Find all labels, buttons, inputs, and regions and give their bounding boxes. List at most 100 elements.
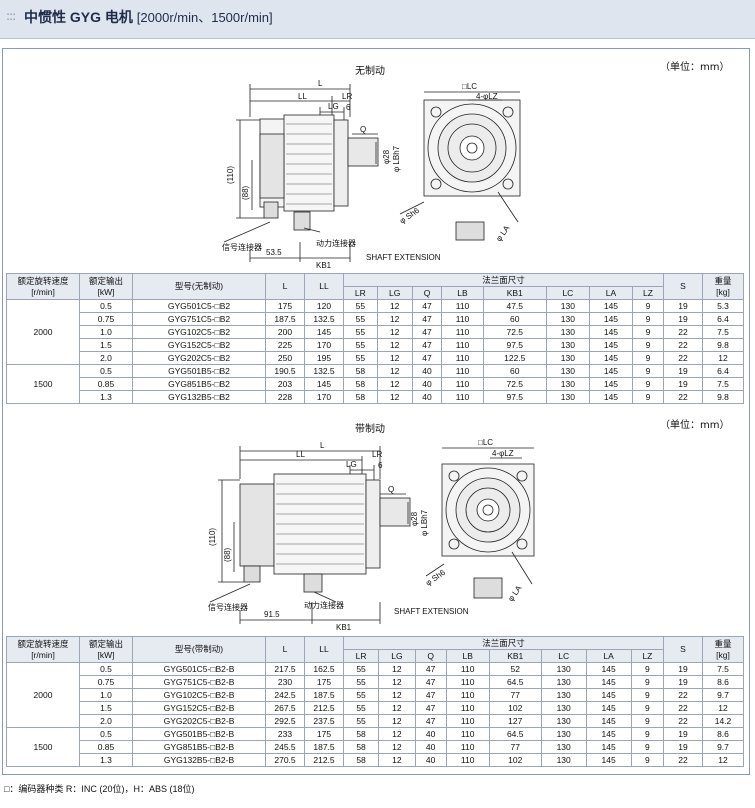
table-cell: 130 bbox=[545, 299, 590, 313]
table-cell: 12 bbox=[378, 753, 416, 767]
table-cell: 12 bbox=[376, 390, 413, 404]
table-cell: 58 bbox=[342, 753, 380, 767]
table-cell: 60 bbox=[482, 364, 547, 378]
table-cell: 9 bbox=[630, 701, 665, 715]
table-cell: 40 bbox=[411, 390, 443, 404]
th-KB1: KB1 bbox=[482, 286, 547, 300]
table-cell: 7.5 bbox=[702, 377, 744, 391]
table-cell: GYG102C5-□B2-B bbox=[132, 688, 266, 702]
table-cell: 12 bbox=[378, 740, 416, 754]
table-cell: GYG751C5-□B2 bbox=[132, 312, 266, 326]
table-cell: GYG851B5-□B2-B bbox=[132, 740, 266, 754]
section2-unit: （单位：mm） bbox=[660, 420, 730, 431]
table-cell: GYG501B5-□B2-B bbox=[132, 727, 266, 741]
table-cell: GYG152C5-□B2-B bbox=[132, 701, 266, 715]
table-cell: 130 bbox=[540, 675, 587, 689]
table-cell: 110 bbox=[441, 299, 484, 313]
table-cell: 19 bbox=[663, 727, 703, 741]
table-cell: 19 bbox=[663, 312, 703, 326]
table-cell: 110 bbox=[441, 377, 484, 391]
table-cell: 19 bbox=[663, 377, 703, 391]
table-cell: 187.5 bbox=[304, 688, 344, 702]
table-cell: 127 bbox=[488, 714, 542, 728]
table-cell: 1.3 bbox=[79, 390, 133, 404]
table-cell: 130 bbox=[545, 338, 590, 352]
table-cell: 58 bbox=[343, 390, 378, 404]
table-cell: 2.0 bbox=[79, 714, 133, 728]
table-cell: 132.5 bbox=[304, 364, 344, 378]
th-weight: 重量[kg] bbox=[702, 273, 744, 300]
table-cell: 292.5 bbox=[265, 714, 305, 728]
dim2-L: L bbox=[320, 441, 325, 450]
dim2-LR: LR bbox=[372, 450, 382, 459]
table-cell: GYG102C5-□B2 bbox=[132, 325, 266, 339]
table-cell: 0.85 bbox=[79, 377, 133, 391]
dim-LR: LR bbox=[342, 92, 352, 101]
table-cell: 40 bbox=[411, 364, 443, 378]
th-flange: 法兰面尺寸 bbox=[343, 273, 664, 287]
dim-88: (88) bbox=[241, 185, 250, 200]
table-cell: 145 bbox=[588, 377, 633, 391]
table-cell: 12 bbox=[378, 714, 416, 728]
th2-Q: Q bbox=[414, 649, 447, 663]
table-cell: 22 bbox=[663, 390, 703, 404]
table-cell: 9 bbox=[631, 338, 665, 352]
table-cell: 145 bbox=[585, 727, 632, 741]
table-cell: 47 bbox=[414, 714, 447, 728]
th-speed: 额定旋转速度[r/min] bbox=[6, 273, 80, 300]
dim-L: L bbox=[318, 79, 323, 88]
th2-LG: LG bbox=[378, 649, 416, 663]
th2-model: 型号(带制动) bbox=[132, 636, 266, 663]
table-cell: GYG751C5-□B2-B bbox=[132, 675, 266, 689]
table-cell: 9 bbox=[631, 364, 665, 378]
table-cell: 9 bbox=[631, 312, 665, 326]
table-cell: 9.7 bbox=[702, 740, 744, 754]
table-cell: 72.5 bbox=[482, 377, 547, 391]
table-cell: 145 bbox=[588, 338, 633, 352]
table-cell: 145 bbox=[588, 364, 633, 378]
table-cell: 110 bbox=[441, 325, 484, 339]
table-cell: 12 bbox=[378, 688, 416, 702]
table-cell: 47 bbox=[414, 675, 447, 689]
section1-spec-table: 额定旋转速度[r/min] 额定输出[kW] 型号(无制动) L LL 法兰面尺… bbox=[6, 273, 744, 404]
table-cell: 55 bbox=[342, 675, 380, 689]
dim2-88: (88) bbox=[223, 547, 232, 562]
table-cell: 187.5 bbox=[265, 312, 305, 326]
table-cell: 130 bbox=[540, 727, 587, 741]
dim-d28: φ28 bbox=[382, 149, 391, 164]
table-cell: 130 bbox=[545, 325, 590, 339]
dim-110: (110) bbox=[226, 166, 235, 184]
table-cell: 212.5 bbox=[304, 753, 344, 767]
table-cell: 228 bbox=[265, 390, 305, 404]
th-S: S bbox=[663, 273, 703, 300]
shaft-extension-label-2: SHAFT EXTENSION bbox=[394, 607, 469, 616]
table-cell: 47 bbox=[411, 351, 443, 365]
table-cell: 130 bbox=[545, 390, 590, 404]
th2-speed: 额定旋转速度[r/min] bbox=[6, 636, 80, 663]
table-cell: 55 bbox=[342, 688, 380, 702]
dim-LL: LL bbox=[298, 92, 307, 101]
table-cell: 1.5 bbox=[79, 338, 133, 352]
th2-LB: LB bbox=[445, 649, 490, 663]
dim-KB1: KB1 bbox=[316, 261, 332, 270]
table-cell: 130 bbox=[540, 662, 587, 676]
dim2-110: (110) bbox=[208, 528, 217, 546]
table-cell: 110 bbox=[441, 312, 484, 326]
th-model: 型号(无制动) bbox=[132, 273, 266, 300]
table-cell: 162.5 bbox=[304, 662, 344, 676]
table-cell: 0.5 bbox=[79, 662, 133, 676]
dim2-lbh7: φ LBh7 bbox=[420, 509, 429, 536]
section1-drawing: L LL LR LG 6 Q φ28 φ LBh7 (110) (88) 信号连… bbox=[222, 79, 521, 270]
table-cell: 19 bbox=[663, 299, 703, 313]
table-cell: 55 bbox=[343, 325, 378, 339]
section2-title: 带制动 bbox=[355, 424, 385, 435]
table-cell: 58 bbox=[343, 364, 378, 378]
table-cell: 195 bbox=[304, 351, 344, 365]
table-cell: 102 bbox=[488, 753, 542, 767]
table-cell: 217.5 bbox=[265, 662, 305, 676]
table-cell: 12 bbox=[376, 338, 413, 352]
